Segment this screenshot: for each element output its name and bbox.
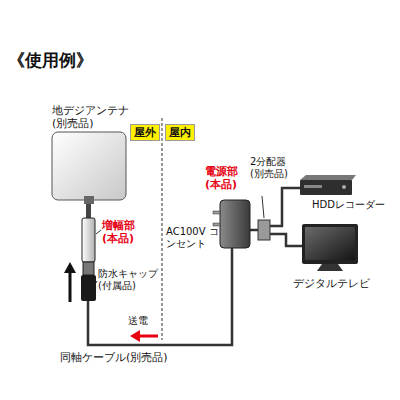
coax-cable <box>270 188 300 226</box>
zone-tag: 屋外 <box>130 124 160 141</box>
label-anchor: HDDレコーダー <box>312 199 385 211</box>
leader-line <box>96 230 101 234</box>
label-anchor: デジタルテレビ <box>293 277 370 290</box>
divider-line <box>162 118 163 340</box>
zone-label: 屋外 <box>134 126 156 139</box>
recorder-figure <box>300 175 356 180</box>
part-label: 防水キャップ (付属品) <box>98 268 161 292</box>
power-arrow <box>139 335 158 338</box>
splitter-figure <box>258 220 270 240</box>
part-label: HDDレコーダー <box>312 199 385 211</box>
label-anchor: 防水キャップ (付属品) <box>98 268 161 292</box>
antenna-figure <box>86 204 91 218</box>
recorder-figure <box>342 185 346 189</box>
label-anchor: 2分配器 (別売品) <box>250 156 291 180</box>
tv-figure <box>302 224 358 264</box>
coax-cable <box>250 229 258 232</box>
recorder-figure <box>304 185 322 188</box>
amplifier-figure <box>83 262 94 275</box>
recorder-figure <box>300 175 356 195</box>
power-unit-figure <box>213 211 220 214</box>
leader-line <box>262 196 264 218</box>
part-label: AC100V コンセント <box>166 226 219 250</box>
amplifier-figure <box>82 218 95 275</box>
label-anchor: 電源部 (本品) <box>205 165 241 191</box>
direction-arrow <box>69 272 72 302</box>
diagram-title: 《使用例》 <box>8 50 93 70</box>
zone-label: 屋内 <box>169 126 191 139</box>
coax-cable <box>88 248 232 345</box>
leader-line <box>96 281 97 283</box>
power-unit-figure <box>220 200 250 248</box>
tv-figure <box>317 264 343 271</box>
label-anchor: 地デジアンテナ (別売品) <box>52 104 132 130</box>
power-unit-figure <box>213 223 220 226</box>
label-anchor: AC100V コンセント <box>166 226 219 250</box>
amplifier-figure <box>82 218 95 262</box>
waterproof-cap <box>81 275 96 301</box>
antenna-figure <box>52 132 126 218</box>
tv-figure <box>302 224 358 271</box>
waterproof-cap <box>81 275 96 301</box>
part-label: 送電 <box>128 315 148 327</box>
part-label: デジタルテレビ <box>293 277 370 290</box>
splitter-figure <box>258 220 270 240</box>
coax-cable <box>88 188 302 345</box>
recorder-figure <box>300 180 352 195</box>
label-anchor: 増幅部 (本品) <box>102 219 138 245</box>
title-anchor: 《使用例》 <box>8 50 93 70</box>
coax-cable <box>270 234 302 246</box>
part-label: 同軸ケーブル(別売品) <box>60 351 168 364</box>
zone-tag: 屋内 <box>165 124 195 141</box>
label-anchor: 送電 <box>128 315 148 327</box>
power-arrow <box>130 330 158 342</box>
power-unit-figure <box>213 200 250 248</box>
part-label: 増幅部 (本品) <box>102 219 138 245</box>
direction-arrow <box>64 262 76 302</box>
antenna-figure <box>52 132 126 200</box>
part-label: 地デジアンテナ (別売品) <box>52 104 132 130</box>
antenna-figure <box>84 196 94 204</box>
part-label: 電源部 (本品) <box>205 165 241 191</box>
direction-arrow <box>64 262 76 273</box>
power-arrow <box>130 330 140 342</box>
divider-line <box>162 118 163 340</box>
part-label: 2分配器 (別売品) <box>250 156 291 180</box>
label-anchor: 同軸ケーブル(別売品) <box>60 351 168 364</box>
tv-figure <box>305 227 355 260</box>
